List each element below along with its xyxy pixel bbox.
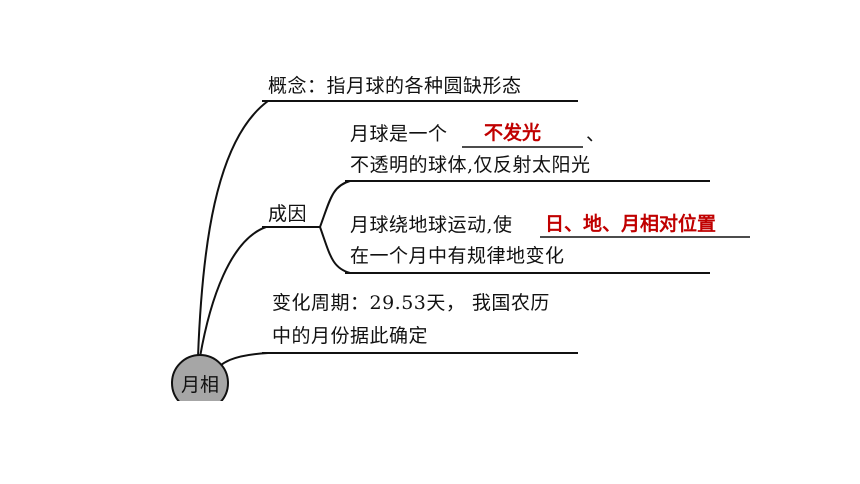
cause-item1-answer: 不发光 <box>484 122 542 144</box>
cause-label: 成因 <box>268 203 308 225</box>
period-line1: 变化周期：29.53天， 我国农历 <box>272 292 550 314</box>
cause-item1-suffix: 、 <box>586 123 606 145</box>
cause-item1-line2: 不透明的球体,仅反射太阳光 <box>350 154 591 176</box>
root-node-label: 月相 <box>180 373 219 396</box>
cause-item1-prefix: 月球是一个 <box>350 123 448 145</box>
root-node-crop <box>160 401 240 431</box>
connector-cause-item2 <box>319 226 351 274</box>
cause-item2-answer: 日、地、月相对位置 <box>545 213 717 235</box>
period-line2: 中的月份据此确定 <box>272 325 429 347</box>
concept-text: 概念：指月球的各种圆缺形态 <box>268 75 522 97</box>
connector-concept <box>197 100 269 358</box>
cause-item2-prefix: 月球绕地球运动,使 <box>350 214 513 236</box>
cause-item2-line2: 在一个月中有规律地变化 <box>350 245 565 267</box>
connector-cause <box>199 226 267 358</box>
connector-cause-item1 <box>319 180 351 228</box>
